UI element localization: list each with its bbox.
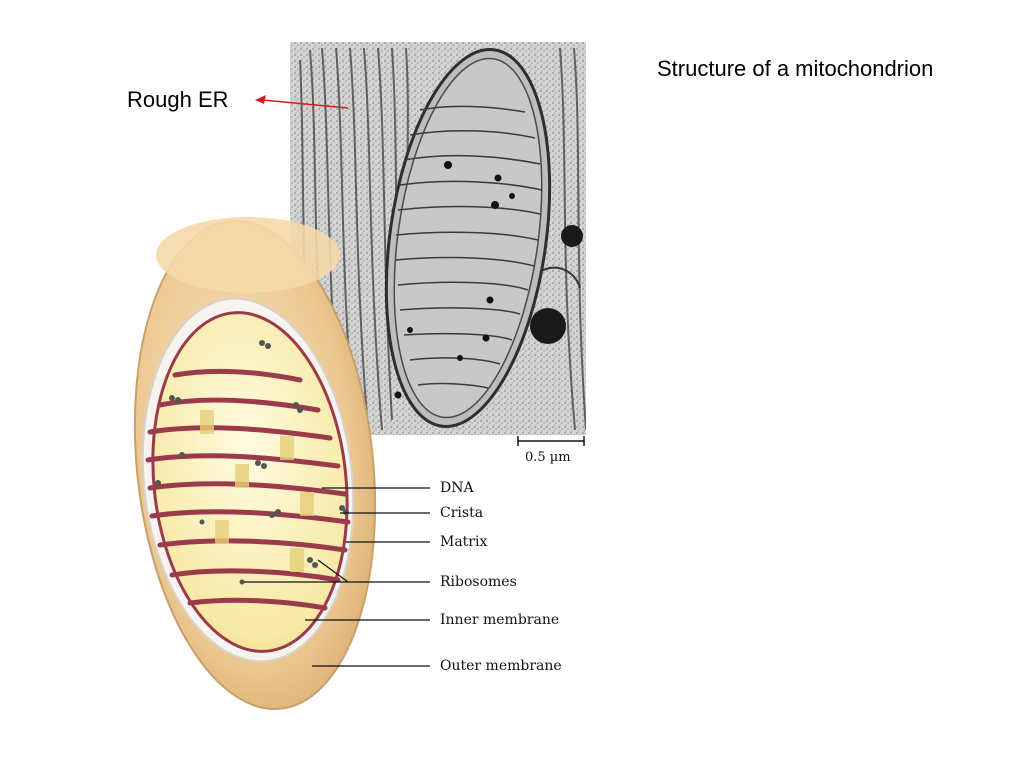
rough-er-arrow bbox=[255, 95, 349, 109]
crista-folds bbox=[200, 410, 314, 572]
ribosomes-label: Ribosomes bbox=[440, 574, 517, 590]
scale-bar bbox=[517, 436, 585, 446]
crista-label: Crista bbox=[440, 505, 484, 521]
mitochondrion-illustration bbox=[133, 217, 377, 710]
dna-label: DNA bbox=[440, 480, 474, 496]
inner-membrane-label: Inner membrane bbox=[440, 612, 560, 628]
rough-er-membranes bbox=[299, 47, 586, 431]
scale-bar-label: 0.5 µm bbox=[525, 450, 571, 465]
matrix-label: Matrix bbox=[440, 534, 488, 550]
slide-title: Structure of a mitochondrion bbox=[657, 56, 934, 81]
micrograph-granules bbox=[394, 161, 515, 399]
outer-membrane-label: Outer membrane bbox=[440, 658, 562, 674]
ribosomes-leader-a bbox=[317, 559, 349, 583]
rough-er-label: Rough ER bbox=[127, 87, 229, 112]
leader-lines bbox=[244, 487, 430, 667]
ribosome-granules bbox=[155, 340, 349, 585]
